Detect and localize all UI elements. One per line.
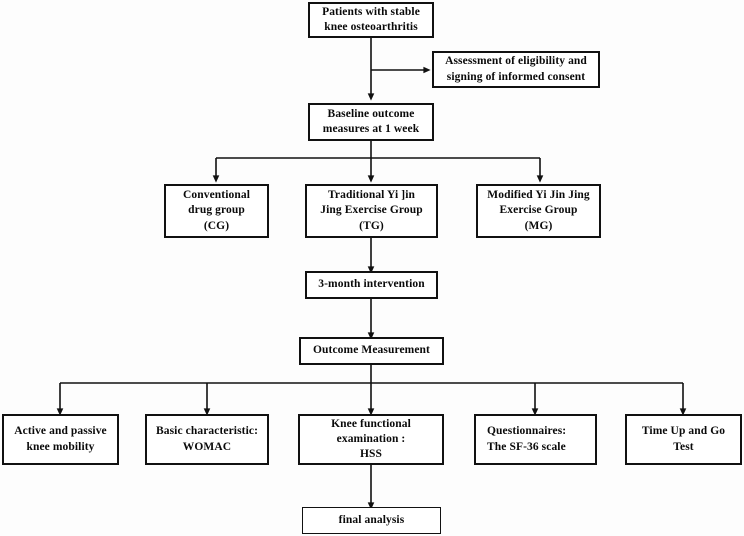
node-intervention-line1: 3-month intervention — [318, 278, 425, 291]
node-outcome-sf36[interactable]: Questionnaires: The SF-36 scale — [474, 414, 597, 465]
node-enrollment-line2: knee osteoarthritis — [324, 21, 418, 33]
node-group-cg-line1: Conventional — [182, 189, 251, 202]
node-group-tg-line2: Jing Exercise Group — [320, 204, 423, 217]
node-outcome-hss[interactable]: Knee functional examination : HSS — [298, 414, 444, 465]
node-enrollment[interactable]: Patients with stable knee osteoarthritis — [308, 2, 434, 38]
node-outcome-tug[interactable]: Time Up and Go Test — [625, 414, 742, 465]
node-outcome-measurement[interactable]: Outcome Measurement — [299, 337, 444, 365]
node-group-cg[interactable]: Conventional drug group (CG) — [164, 184, 269, 238]
node-baseline[interactable]: Baseline outcome measures at 1 week — [308, 103, 434, 141]
node-final-analysis-line1: final analysis — [338, 513, 405, 526]
node-consent[interactable]: Assessment of eligibility and signing of… — [432, 51, 600, 88]
node-group-cg-line3: (CG) — [203, 219, 230, 232]
node-group-mg-line2: Exercise Group — [499, 204, 578, 217]
node-consent-line1: Assessment of eligibility and — [445, 55, 587, 68]
node-group-mg-line1: Modified Yi Jin Jing — [487, 189, 590, 202]
node-group-tg[interactable]: Traditional Yi ]in Jing Exercise Group (… — [305, 184, 438, 238]
node-group-mg-line3: (MG) — [524, 219, 553, 232]
node-outcome-tug-line2: Test — [673, 440, 694, 453]
node-baseline-line2: measures at 1 week — [322, 123, 420, 135]
node-group-mg[interactable]: Modified Yi Jin Jing Exercise Group (MG) — [476, 184, 601, 238]
node-outcome-womac[interactable]: Basic characteristic: WOMAC — [145, 414, 269, 465]
node-outcome-mobility-line2: knee mobility — [26, 440, 95, 453]
node-outcome-hss-line2: examination : — [336, 432, 406, 445]
node-outcome-mobility[interactable]: Active and passive knee mobility — [2, 414, 119, 465]
node-outcome-womac-line2: WOMAC — [182, 440, 232, 453]
node-outcome-sf36-line1: Questionnaires: — [487, 425, 567, 438]
node-outcome-sf36-line2: The SF-36 scale — [487, 440, 566, 453]
node-outcome-measurement-line1: Outcome Measurement — [313, 344, 430, 357]
node-outcome-mobility-line1: Active and passive — [14, 425, 107, 438]
node-baseline-line1: Baseline outcome — [327, 107, 415, 120]
node-outcome-tug-line1: Time Up and Go — [641, 425, 726, 438]
node-final-analysis[interactable]: final analysis — [302, 507, 441, 534]
node-group-tg-line1: Traditional Yi ]in — [328, 189, 415, 202]
node-consent-line2: signing of informed consent — [446, 70, 586, 83]
node-outcome-womac-line1: Basic characteristic: — [155, 425, 259, 438]
node-enrollment-line1: Patients with stable — [322, 5, 420, 18]
node-intervention[interactable]: 3-month intervention — [305, 271, 438, 299]
node-outcome-hss-line1: Knee functional — [331, 417, 411, 430]
node-outcome-hss-line3: HSS — [359, 448, 383, 461]
node-group-tg-line3: (TG) — [359, 219, 384, 232]
node-group-cg-line2: drug group — [188, 204, 245, 217]
